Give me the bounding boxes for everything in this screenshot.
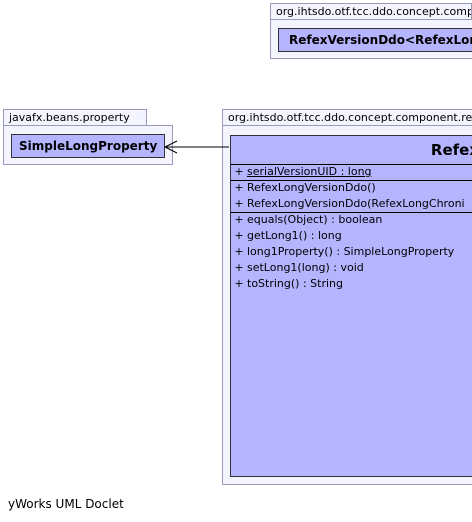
member-text: RefexLongVersionDdo() <box>247 181 376 194</box>
method-to-string[interactable]: +toString() : String <box>231 276 472 292</box>
class-simple-long-property[interactable]: SimpleLongProperty <box>11 134 165 158</box>
separator-methods <box>231 212 472 213</box>
field-serial-version-uid[interactable]: +serialVersionUID : long <box>231 164 472 180</box>
visibility-marker: + <box>234 245 244 258</box>
footer-credit: yWorks UML Doclet <box>8 497 124 511</box>
method-set-long1[interactable]: +setLong1(long) : void <box>231 260 472 276</box>
method-equals[interactable]: +equals(Object) : boolean <box>231 212 472 228</box>
separator-fields <box>231 164 472 165</box>
member-text: getLong1() : long <box>247 229 342 242</box>
member-text: toString() : String <box>247 277 343 290</box>
package-main: Refex +serialVersionUID : long +RefexLon… <box>222 125 472 485</box>
arrow-head-icon <box>163 140 178 154</box>
package-name-main: org.ihtsdo.otf.tcc.ddo.concept.component… <box>228 111 472 124</box>
member-text: setLong1(long) : void <box>247 261 364 274</box>
package-left: SimpleLongProperty <box>3 125 173 165</box>
package-tab-left: javafx.beans.property <box>3 109 147 126</box>
member-text: serialVersionUID : long <box>247 165 372 178</box>
member-text: equals(Object) : boolean <box>247 213 383 226</box>
method-get-long1[interactable]: +getLong1() : long <box>231 228 472 244</box>
package-name-top: org.ihtsdo.otf.tcc.ddo.concept.compo <box>276 5 472 18</box>
method-long1-property[interactable]: +long1Property() : SimpleLongProperty <box>231 244 472 260</box>
package-tab-top: org.ihtsdo.otf.tcc.ddo.concept.compo <box>270 3 472 20</box>
visibility-marker: + <box>234 277 244 290</box>
constructor-default[interactable]: +RefexLongVersionDdo() <box>231 180 472 196</box>
visibility-marker: + <box>234 181 244 194</box>
visibility-marker: + <box>234 197 244 210</box>
visibility-marker: + <box>234 165 244 178</box>
member-text: long1Property() : SimpleLongProperty <box>247 245 455 258</box>
visibility-marker: + <box>234 229 244 242</box>
visibility-marker: + <box>234 213 244 226</box>
visibility-marker: + <box>234 261 244 274</box>
separator-constructors <box>231 180 472 181</box>
class-title-simple-long-property: SimpleLongProperty <box>19 139 158 153</box>
member-text: RefexLongVersionDdo(RefexLongChroni <box>247 197 465 210</box>
class-title-refex-version-ddo: RefexVersionDdo<RefexLon <box>289 33 472 47</box>
constructor-chronicle[interactable]: +RefexLongVersionDdo(RefexLongChroni <box>231 196 472 212</box>
package-name-left: javafx.beans.property <box>9 111 130 124</box>
package-tab-main: org.ihtsdo.otf.tcc.ddo.concept.component… <box>222 109 472 126</box>
class-title-refex-long-version-ddo: Refex <box>430 141 472 159</box>
package-top: RefexVersionDdo<RefexLon <box>270 19 472 59</box>
class-refex-long-version-ddo[interactable]: Refex +serialVersionUID : long +RefexLon… <box>230 135 472 477</box>
class-refex-version-ddo[interactable]: RefexVersionDdo<RefexLon <box>278 28 472 52</box>
